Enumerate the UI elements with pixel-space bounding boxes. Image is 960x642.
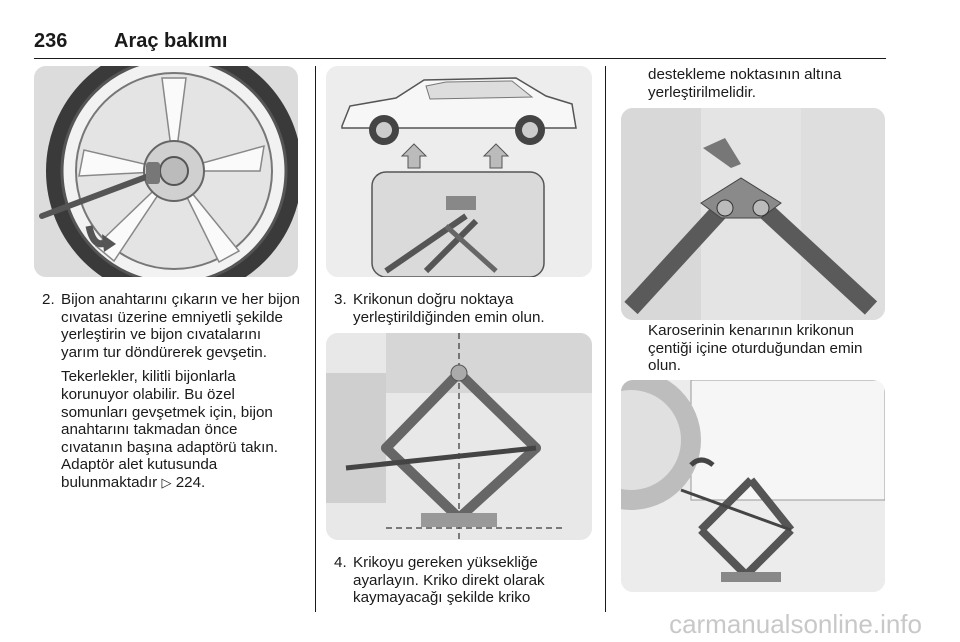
column-divider bbox=[315, 66, 316, 612]
jack-alignment-illustration bbox=[326, 333, 592, 540]
wheel-wrench-illustration bbox=[34, 66, 298, 277]
step-3: 3. Krikonun doğru noktaya yerleştirildiğ… bbox=[326, 291, 596, 326]
header-rule bbox=[34, 58, 886, 59]
column2-step3: 3. Krikonun doğru noktaya yerleştirildiğ… bbox=[326, 291, 596, 326]
note-paragraph: Tekerlekler, kilitli bijonlarla korunuyo… bbox=[34, 368, 302, 491]
step-number: 2. bbox=[42, 291, 55, 308]
page-title: Araç bakımı bbox=[114, 30, 228, 52]
column1-text: 2. Bijon anahtarını çıkarın ve her bijon… bbox=[34, 291, 302, 492]
step-text: destekleme noktasının altına yerleştiril… bbox=[648, 66, 842, 101]
step-text: Krikoyu gereken yüksekliğe ayarlayın. Kr… bbox=[353, 554, 545, 607]
column3-text: Karoserinin kenarının krikonun çentiği i… bbox=[621, 322, 885, 375]
column2-step4: 4. Krikoyu gereken yüksekliğe ayarlayın.… bbox=[326, 554, 596, 607]
note-text: Tekerlekler, kilitli bijonlarla korunuyo… bbox=[61, 368, 278, 491]
column-divider bbox=[605, 66, 606, 612]
step-2: 2. Bijon anahtarını çıkarın ve her bijon… bbox=[34, 291, 302, 361]
step-text: Krikonun doğru noktaya yerleştirildiğind… bbox=[353, 291, 545, 326]
car-jack-points-illustration bbox=[326, 66, 592, 277]
note-text: Karoserinin kenarının krikonun çentiği i… bbox=[648, 322, 863, 375]
step-number: 3. bbox=[334, 291, 347, 308]
step-number: 4. bbox=[334, 554, 347, 571]
page-number: 236 bbox=[34, 30, 68, 52]
jack-head-illustration bbox=[621, 108, 885, 320]
step-text: Bijon anahtarını çıkarın ve her bijon cı… bbox=[61, 291, 300, 361]
page-ref-icon: ▷ bbox=[161, 474, 172, 490]
column3-continued-text: destekleme noktasının altına yerleştiril… bbox=[621, 66, 885, 101]
watermark: carmanualsonline.info bbox=[669, 609, 922, 639]
page-ref: 224. bbox=[175, 473, 206, 491]
body-edge-note: Karoserinin kenarının krikonun çentiği i… bbox=[621, 322, 885, 375]
step-4: 4. Krikoyu gereken yüksekliğe ayarlayın.… bbox=[326, 554, 596, 607]
jack-under-sill-illustration bbox=[621, 380, 885, 592]
step-4-continued: destekleme noktasının altına yerleştiril… bbox=[621, 66, 885, 101]
